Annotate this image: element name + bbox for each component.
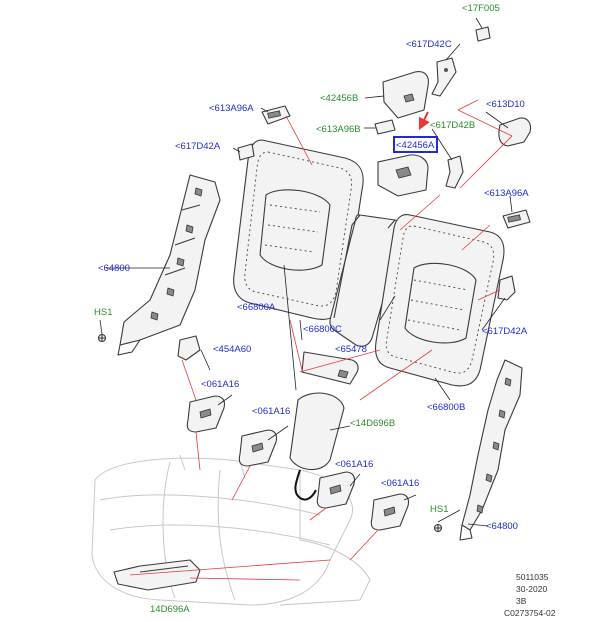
seat-cushion-outline — [91, 454, 371, 606]
backrest-left — [233, 139, 364, 320]
latch-454A60 — [177, 335, 201, 361]
label-061A16-4: <061A16 — [381, 478, 419, 489]
part-labels: <17F005 <617D42C <42456B <613A96A <613A9… — [94, 3, 529, 615]
label-HS1-left: HS1 — [94, 307, 112, 318]
heater-mat-14D696A — [113, 559, 201, 591]
heater-mat-14D696B — [289, 392, 345, 501]
leader-lines — [99, 17, 513, 581]
cap-613D10 — [498, 117, 532, 147]
diagram-reference-info: 5011035 30-2020 3B C0273754-02 — [504, 572, 556, 618]
label-14D696A: 14D696A — [150, 604, 190, 615]
clip-17F005 — [475, 26, 491, 42]
label-64800-right: <64800 — [486, 521, 518, 532]
bracket-617D42A-left — [237, 143, 255, 161]
label-66800B: <66800B — [427, 402, 465, 413]
label-617D42A-right: <617D42A — [482, 326, 528, 337]
guide-613A96A-top — [261, 105, 291, 125]
red-arrow — [418, 111, 430, 131]
label-66800A: <66800A — [237, 302, 276, 313]
reference-code: 5011035 — [516, 572, 549, 582]
label-061A16-1: <061A16 — [201, 379, 239, 390]
hinge-061A16-2 — [238, 429, 278, 467]
bracket-617D42B — [445, 155, 464, 189]
label-617D42A-left: <617D42A — [175, 141, 221, 152]
backrest-right — [374, 214, 505, 387]
label-14D696B: <14D696B — [350, 418, 395, 429]
hinge-061A16-3 — [316, 471, 356, 509]
label-613A96A-right: <613A96A — [484, 188, 529, 199]
label-061A16-2: <061A16 — [252, 406, 290, 417]
label-42456B: <42456B — [320, 93, 358, 104]
label-613D10: <613D10 — [486, 99, 525, 110]
label-613A96A-top: <613A96A — [209, 103, 254, 114]
label-42456A: <42456A — [396, 140, 435, 151]
label-613A96B: <613A96B — [316, 124, 361, 135]
label-65478: <65478 — [335, 344, 367, 355]
reference-date: 30-2020 — [516, 584, 547, 594]
reference-revision: 3B — [516, 596, 527, 606]
reference-drawing-number: C0273754-02 — [504, 608, 556, 618]
side-bolster-left — [117, 174, 221, 356]
label-66800C: <66800C — [303, 324, 342, 335]
bracket-617D42A-right — [497, 275, 516, 301]
label-64800-left: <64800 — [98, 263, 130, 274]
hinge-061A16-4 — [370, 493, 410, 531]
screw-HS1-left — [97, 333, 107, 343]
hinge-061A16-1 — [186, 395, 226, 433]
headrest-guide-42456A — [377, 154, 429, 197]
label-454A60: <454A60 — [213, 344, 251, 355]
highlight-box — [393, 136, 438, 153]
trim-65478 — [301, 351, 359, 385]
headrest-guide-42456B — [382, 71, 429, 119]
screw-HS1-right — [433, 523, 443, 533]
label-17F005: <17F005 — [462, 3, 500, 14]
label-617D42B: <617D42B — [430, 120, 475, 131]
guide-613A96A-right — [502, 209, 531, 229]
label-HS1-right: HS1 — [430, 504, 448, 515]
bracket-617D42C — [431, 57, 457, 97]
guide-613A96B — [374, 119, 396, 135]
label-061A16-3: <061A16 — [335, 459, 373, 470]
label-617D42C: <617D42C — [406, 39, 452, 50]
side-bolster-right — [459, 359, 523, 541]
